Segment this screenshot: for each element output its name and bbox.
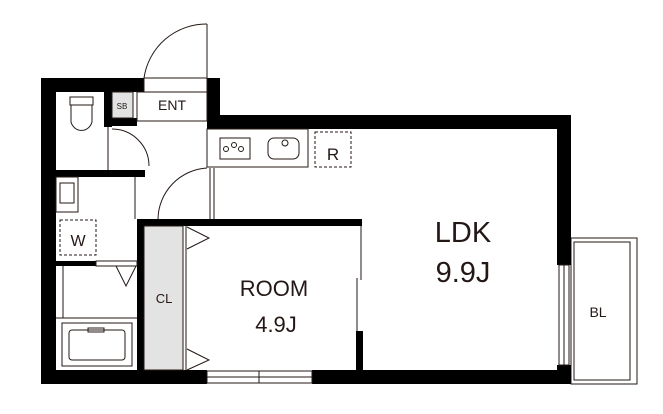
toilet-icon — [69, 96, 94, 131]
ldk-size: 9.9J — [436, 257, 491, 289]
entrance-step — [136, 91, 208, 122]
room-size: 4.9J — [255, 312, 297, 337]
room-sliding-door[interactable] — [356, 226, 362, 331]
balcony-label: BL — [589, 304, 606, 320]
closet-door-bottom[interactable] — [186, 348, 211, 371]
closet-label: CL — [156, 291, 173, 306]
ldk-door[interactable] — [157, 167, 215, 220]
refrigerator-space — [314, 131, 352, 168]
shoe-box — [111, 91, 134, 119]
balcony-inner — [573, 241, 631, 381]
ldk-window[interactable] — [558, 264, 570, 366]
washer-space — [59, 219, 97, 256]
washbasin-icon — [55, 176, 79, 213]
entrance-door[interactable] — [143, 23, 208, 93]
room-window[interactable] — [206, 370, 313, 384]
stove-icon — [219, 137, 251, 160]
sink-icon — [267, 137, 300, 160]
washer-label: W — [70, 233, 86, 250]
walls — [41, 78, 571, 384]
ldk-name: LDK — [435, 217, 492, 249]
ent-label: ENT — [158, 97, 186, 113]
sb-label: SB — [117, 102, 128, 111]
closet — [143, 225, 184, 371]
bath-door[interactable] — [95, 260, 138, 288]
toilet-door[interactable] — [107, 127, 150, 170]
closet-door-top[interactable] — [186, 226, 211, 250]
balcony-outline — [570, 237, 638, 385]
room-name: ROOM — [240, 276, 308, 301]
refrigerator-label: R — [327, 145, 339, 164]
kitchen-counter — [206, 128, 309, 168]
bathtub-icon — [61, 322, 133, 367]
